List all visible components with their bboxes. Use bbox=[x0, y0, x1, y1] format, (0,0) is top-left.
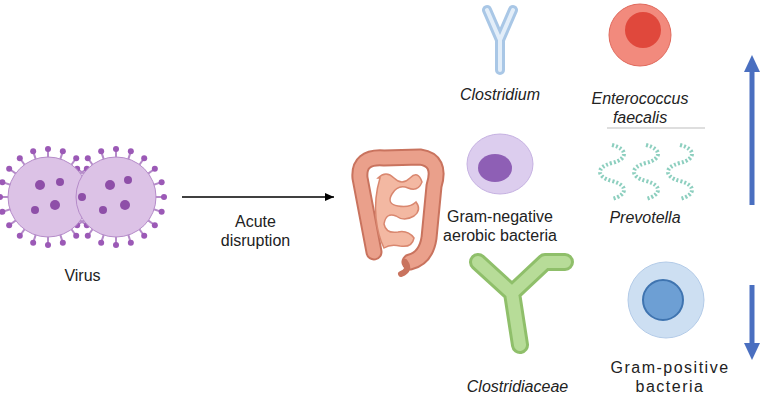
organism-node: Virus bbox=[0, 145, 165, 285]
virus-spike-head bbox=[159, 209, 165, 215]
virus-spikes bbox=[0, 146, 167, 248]
organism-node: Gram-negative aerobic bacteria bbox=[430, 125, 570, 245]
virus-core bbox=[31, 176, 132, 214]
virus-spike-head bbox=[60, 148, 66, 154]
node-label: Virus bbox=[23, 266, 143, 285]
virus-spike-head bbox=[85, 155, 91, 161]
virus-spike-head bbox=[159, 179, 165, 185]
organism-node: Clostridium bbox=[440, 0, 560, 104]
intestine-illustration bbox=[360, 157, 436, 274]
virus-illustration bbox=[0, 146, 167, 248]
antibody-icon bbox=[487, 10, 513, 70]
node-label: Enterococcus faecalis bbox=[583, 89, 698, 127]
virus-spike-head bbox=[0, 194, 3, 200]
arrow-label: Acute disruption bbox=[203, 212, 308, 250]
virus-spike-head bbox=[152, 166, 158, 172]
virus-spike-head bbox=[128, 240, 134, 246]
virus-spike-head bbox=[6, 166, 12, 172]
virus-spike-head bbox=[113, 242, 119, 248]
virus-spike-head bbox=[128, 148, 134, 154]
virus-spike-head bbox=[141, 155, 147, 161]
organism-node: Enterococcus faecalis bbox=[575, 0, 705, 127]
virus-spike-head bbox=[0, 179, 5, 185]
branching-bacteria-icon bbox=[478, 262, 565, 345]
virus-spike-head bbox=[0, 209, 5, 215]
virus-spike-head bbox=[98, 148, 104, 154]
virus-spike-head bbox=[30, 148, 36, 154]
virus-spike-head bbox=[6, 222, 12, 228]
node-label: Gram-negative aerobic bacteria bbox=[431, 207, 569, 245]
flow-arrow bbox=[182, 196, 334, 198]
virus-spike-head bbox=[45, 146, 51, 152]
virus-spike-head bbox=[73, 233, 79, 239]
decrease-arrow bbox=[744, 285, 760, 360]
node-label: Clostridiaceae bbox=[455, 377, 580, 396]
virus-spike-head bbox=[141, 233, 147, 239]
purple-cell-icon bbox=[467, 134, 533, 194]
organism-node: Prevotella bbox=[590, 135, 700, 227]
virus-spike-head bbox=[113, 146, 119, 152]
blue-cell-icon bbox=[628, 262, 704, 338]
organism-node: Gram-positive bacteria bbox=[600, 255, 740, 396]
node-label: Gram-positive bacteria bbox=[606, 358, 734, 396]
virus-spike-head bbox=[85, 233, 91, 239]
increase-arrow bbox=[744, 55, 760, 205]
virus-spike-head bbox=[73, 155, 79, 161]
node-label: Clostridium bbox=[440, 85, 560, 104]
organism-node: Clostridiaceae bbox=[455, 255, 580, 396]
virus-spike-head bbox=[17, 155, 23, 161]
divider-line bbox=[607, 128, 705, 129]
virus-spike-head bbox=[45, 242, 51, 248]
virus-spike-head bbox=[98, 240, 104, 246]
virus-spike-head bbox=[30, 240, 36, 246]
spiral-bacteria-icon bbox=[600, 145, 692, 199]
virus-spike-head bbox=[152, 222, 158, 228]
virus-particle bbox=[76, 157, 156, 237]
virus-spike-head bbox=[161, 194, 167, 200]
node-label: Prevotella bbox=[590, 208, 700, 227]
virus-spike-head bbox=[17, 233, 23, 239]
virus-spike-head bbox=[60, 240, 66, 246]
red-cell-icon bbox=[609, 4, 671, 66]
